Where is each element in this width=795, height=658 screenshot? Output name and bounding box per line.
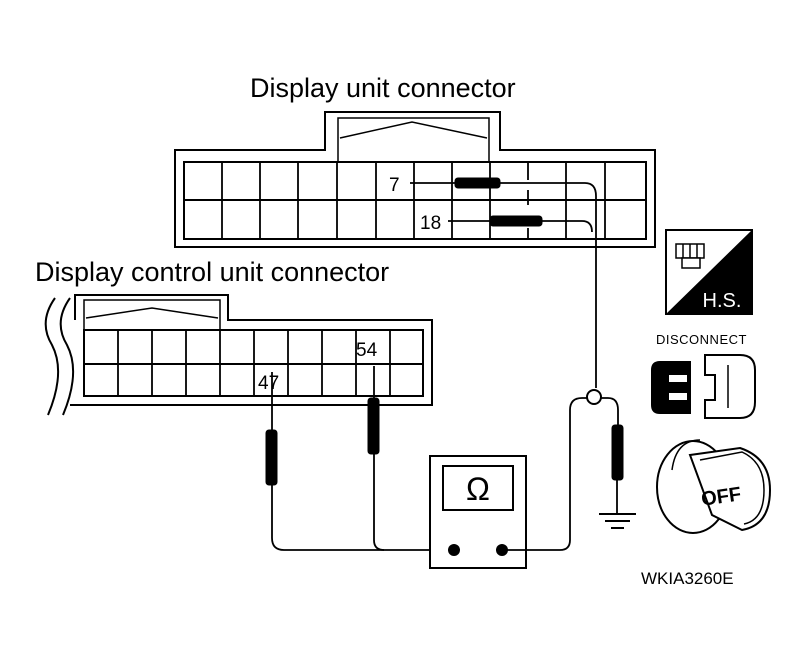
- display-control-unit-connector: [44, 294, 433, 416]
- ground-probe: [599, 424, 636, 529]
- hs-label: H.S.: [703, 290, 742, 312]
- probe-pin-54: [367, 366, 385, 551]
- ignition-switch-off-icon: [656, 439, 772, 534]
- display-control-unit-connector-title: Display control unit connector: [35, 257, 389, 287]
- disconnect-connector-icon: [651, 354, 756, 419]
- pin-18-label: 18: [420, 213, 441, 234]
- meter-lead-right: [502, 389, 619, 551]
- pin-47-label: 47: [258, 373, 279, 394]
- probe-pin-18: [448, 215, 593, 233]
- harness-connector-icon: [665, 229, 753, 315]
- pin-7-label: 7: [389, 175, 400, 196]
- display-unit-connector-title: Display unit connector: [250, 73, 516, 103]
- probe-pin-47: [265, 372, 450, 551]
- disconnect-label: DISCONNECT: [656, 332, 747, 347]
- ohmmeter-terminal-left: [448, 544, 460, 556]
- display-unit-connector: [174, 111, 656, 248]
- figure-code: WKIA3260E: [641, 569, 734, 588]
- probe-pin-7: [410, 177, 597, 388]
- pin-54-label: 54: [356, 340, 378, 361]
- ohm-symbol: Ω: [466, 471, 490, 507]
- ohmmeter: [429, 455, 527, 569]
